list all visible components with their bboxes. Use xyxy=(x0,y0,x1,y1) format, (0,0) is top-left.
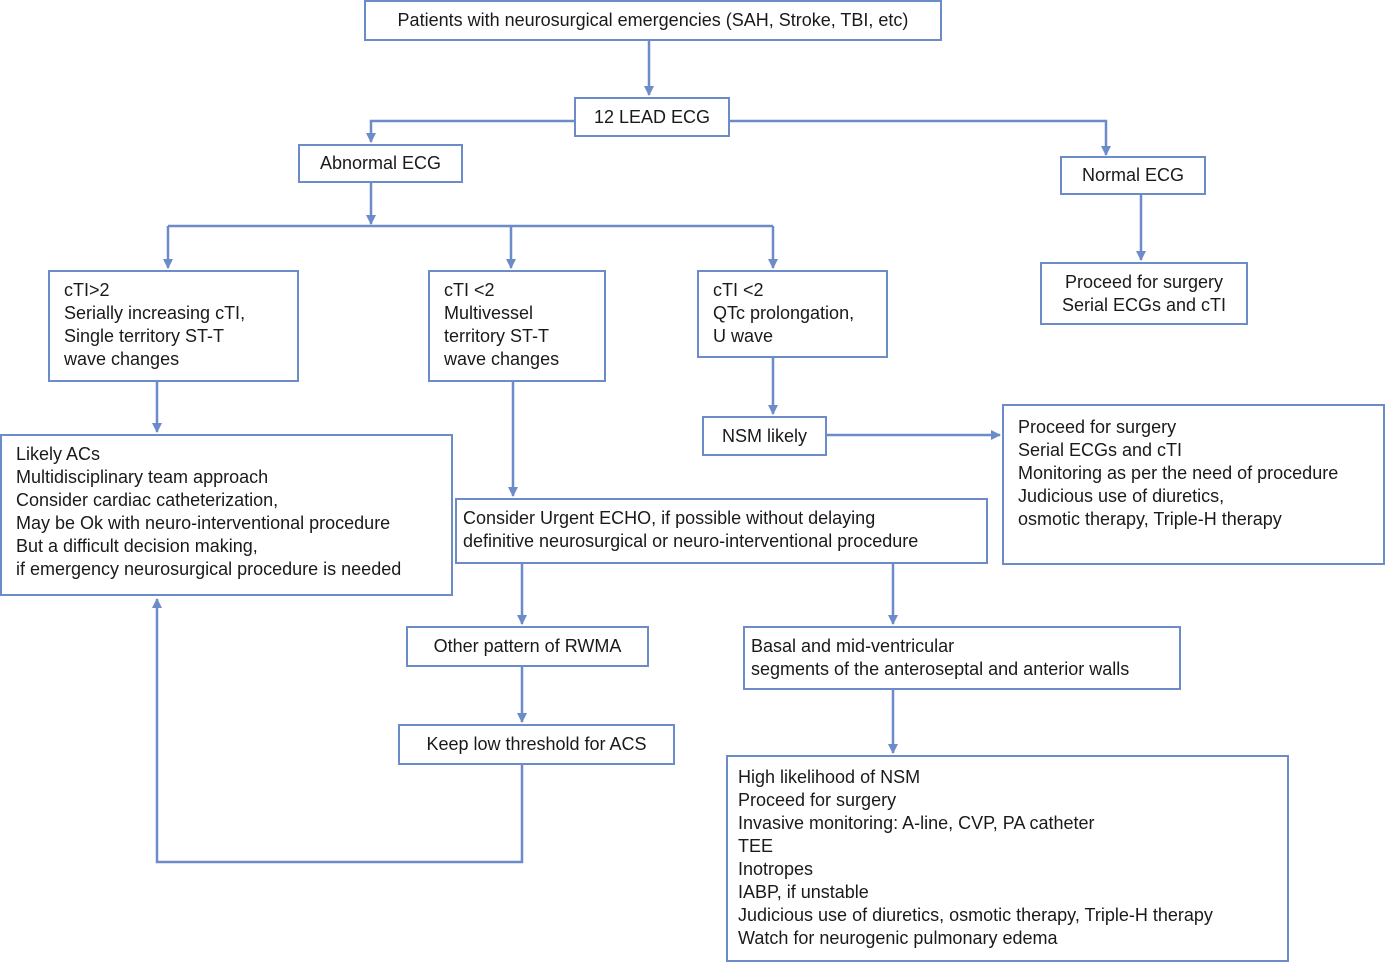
node-abnormal-ecg: Abnormal ECG xyxy=(298,144,463,183)
node-patients: Patients with neurosurgical emergencies … xyxy=(364,0,942,41)
node-cti-gt-2-line-4: wave changes xyxy=(64,349,180,369)
node-high-nsm-line-7: Judicious use of diuretics, osmotic ther… xyxy=(738,905,1213,925)
node-12-lead-ecg: 12 LEAD ECG xyxy=(574,97,730,137)
node-other-rwma-text: Other pattern of RWMA xyxy=(433,636,622,656)
node-cti-gt-2-line-2: Serially increasing cTI, xyxy=(64,303,246,323)
node-multivessel-line-4: wave changes xyxy=(444,349,560,369)
node-likely-acs: Likely ACs Multidisciplinary team approa… xyxy=(0,434,453,596)
node-likely-acs-line-5: But a difficult decision making, xyxy=(16,536,258,556)
node-keep-low-text: Keep low threshold for ACS xyxy=(426,734,647,754)
node-cti-gt-2-line-1: cTI>2 xyxy=(64,280,110,300)
node-multivessel-line-2: Multivessel xyxy=(444,303,534,323)
node-qtc-line-1: cTI <2 xyxy=(713,280,764,300)
node-qtc-line-2: QTc prolongation, xyxy=(713,303,855,323)
node-likely-acs-line-3: Consider cardiac catheterization, xyxy=(16,490,279,510)
node-other-rwma: Other pattern of RWMA xyxy=(406,626,649,667)
node-high-nsm-line-8: Watch for neurogenic pulmonary edema xyxy=(738,928,1058,948)
node-high-nsm-line-5: Inotropes xyxy=(738,859,814,879)
node-cti-gt-2: cTI>2 Serially increasing cTI, Single te… xyxy=(48,270,299,382)
node-abnormal-ecg-text: Abnormal ECG xyxy=(319,153,442,173)
node-basal-line-1: Basal and mid-ventricular xyxy=(751,636,955,656)
node-patients-text: Patients with neurosurgical emergencies … xyxy=(397,10,909,30)
node-multivessel: cTI <2 Multivessel territory ST-T wave c… xyxy=(428,270,606,382)
node-high-nsm-line-1: High likelihood of NSM xyxy=(738,767,921,787)
node-nsm-likely-text: NSM likely xyxy=(721,425,807,446)
node-proceed-nsm-line-4: Judicious use of diuretics, xyxy=(1018,486,1225,506)
node-likely-acs-line-1: Likely ACs xyxy=(16,444,101,464)
node-normal-ecg-text: Normal ECG xyxy=(1081,165,1184,185)
node-likely-acs-line-6: if emergency neurosurgical procedure is … xyxy=(16,559,402,579)
node-proceed-normal-line-2: Serial ECGs and cTI xyxy=(1061,294,1227,315)
node-keep-low-threshold: Keep low threshold for ACS xyxy=(398,724,675,765)
node-high-nsm-line-2: Proceed for surgery xyxy=(738,790,897,810)
node-qtc-line-3: U wave xyxy=(713,326,774,346)
node-high-likelihood-nsm: High likelihood of NSM Proceed for surge… xyxy=(726,755,1289,962)
node-proceed-normal-line-1: Proceed for surgery xyxy=(1064,271,1224,292)
node-proceed-normal: Proceed for surgery Serial ECGs and cTI xyxy=(1040,262,1248,325)
node-cti-gt-2-line-3: Single territory ST-T xyxy=(64,326,225,346)
arrow-keep-low-to-likely-acs xyxy=(152,598,524,864)
node-proceed-nsm: Proceed for surgery Serial ECGs and cTI … xyxy=(1002,404,1385,565)
node-high-nsm-line-6: IABP, if unstable xyxy=(738,882,869,902)
arrow-ecg-to-normal xyxy=(729,119,1111,156)
arrow-ecg-to-abnormal xyxy=(366,119,574,143)
node-multivessel-line-3: territory ST-T xyxy=(444,326,550,346)
node-urgent-echo-line-1: Consider Urgent ECHO, if possible withou… xyxy=(463,508,876,528)
node-proceed-nsm-line-2: Serial ECGs and cTI xyxy=(1018,440,1183,460)
node-high-nsm-line-4: TEE xyxy=(738,836,774,856)
node-multivessel-line-1: cTI <2 xyxy=(444,280,495,300)
node-likely-acs-line-2: Multidisciplinary team approach xyxy=(16,467,269,487)
node-proceed-nsm-line-1: Proceed for surgery xyxy=(1018,417,1177,437)
node-urgent-echo-line-2: definitive neurosurgical or neuro-interv… xyxy=(463,531,919,551)
node-12-lead-ecg-text: 12 LEAD ECG xyxy=(593,106,711,127)
node-nsm-likely: NSM likely xyxy=(702,416,827,456)
node-likely-acs-line-4: May be Ok with neuro-interventional proc… xyxy=(16,513,391,533)
node-proceed-nsm-line-3: Monitoring as per the need of procedure xyxy=(1018,463,1339,483)
node-basal-mid-ventricular: Basal and mid-ventricular segments of th… xyxy=(743,626,1181,690)
node-high-nsm-line-3: Invasive monitoring: A-line, CVP, PA cat… xyxy=(738,813,1095,833)
node-basal-line-2: segments of the anteroseptal and anterio… xyxy=(751,659,1130,679)
node-normal-ecg: Normal ECG xyxy=(1060,156,1206,195)
node-qtc-prolongation: cTI <2 QTc prolongation, U wave xyxy=(697,270,888,358)
node-urgent-echo: Consider Urgent ECHO, if possible withou… xyxy=(455,498,988,564)
node-proceed-nsm-line-5: osmotic therapy, Triple-H therapy xyxy=(1018,509,1282,529)
